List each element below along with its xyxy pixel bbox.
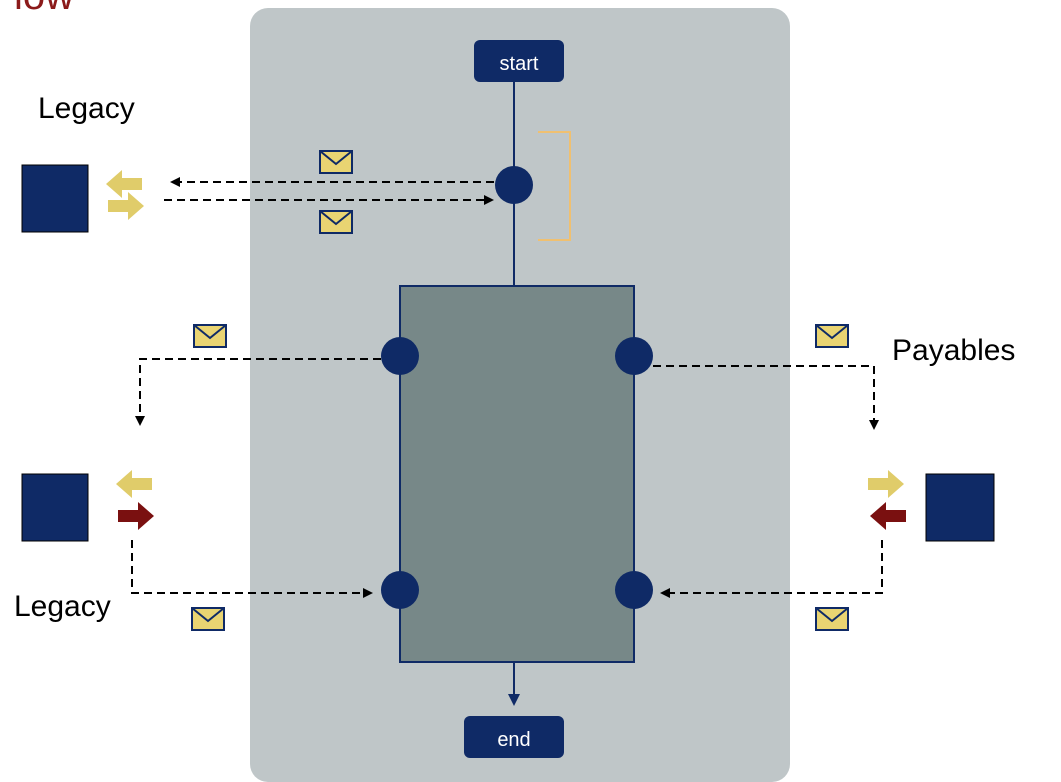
envelope-icon [191,607,225,631]
legacy-system-box-top[interactable] [21,164,89,233]
payables-label: Payables [892,334,1016,367]
bracket [538,131,571,241]
arrow-right-icon [118,502,154,530]
dashed-arrow-to-legacy-bottom [135,358,381,426]
legacy-system-box-bottom[interactable] [21,473,89,542]
connector-dot-right-lower[interactable] [615,571,653,609]
arrow-left-icon [870,502,906,530]
arrow-right-icon [108,192,144,220]
envelope-icon [319,210,353,234]
dashed-arrow-from-payables [660,540,883,598]
start-node[interactable]: start [474,40,564,82]
dashed-arrow-to-payables [653,365,879,430]
connector-dot-left-lower[interactable] [381,571,419,609]
connector-dot-top[interactable] [495,166,533,204]
envelope-icon [815,607,849,631]
envelope-icon [815,324,849,348]
start-label: start [500,53,539,75]
arrow-left-icon [106,170,142,198]
page-title: low [14,0,74,19]
arrow-left-icon [116,470,152,498]
connector-dot-right-upper[interactable] [615,337,653,375]
envelope-icon [319,150,353,174]
connector-dot-left-upper[interactable] [381,337,419,375]
dashed-arrow-from-legacy-bottom [131,540,373,598]
inner-process-block [399,285,635,663]
envelope-icon [193,324,227,348]
end-label: end [497,729,530,751]
arrow-right-icon [868,470,904,498]
payables-system-box[interactable] [925,473,995,542]
legacy-label-top: Legacy [38,92,135,125]
legacy-label-bottom: Legacy [14,590,111,623]
end-node[interactable]: end [464,716,564,758]
